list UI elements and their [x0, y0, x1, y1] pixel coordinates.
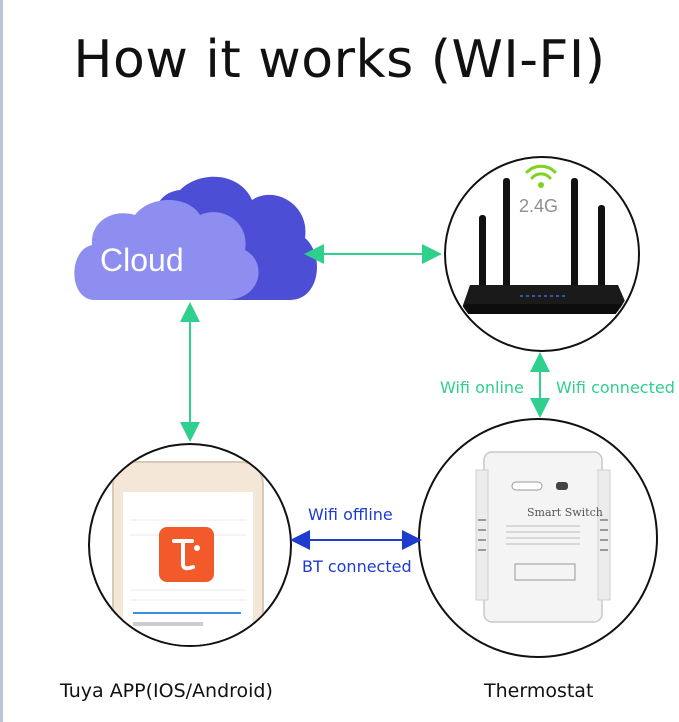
app-caption: Tuya APP(IOS/Android) [60, 680, 273, 702]
cloud-icon [74, 176, 317, 300]
wifi-connected-label: Wifi connected [556, 378, 675, 397]
thermostat-caption: Thermostat [484, 680, 594, 702]
page-title: How it works (WI-FI) [73, 30, 606, 90]
thermostat-circle [418, 418, 658, 658]
left-edge-strip [0, 0, 3, 722]
wifi-online-label: Wifi online [440, 378, 524, 397]
router-band-label: 2.4G [519, 196, 559, 216]
tuya-app-icon [159, 527, 214, 582]
device-name-label: Smart Switch [527, 506, 603, 519]
router-circle [444, 156, 640, 352]
cloud-label: Cloud [100, 242, 184, 278]
smart-switch-device [475, 451, 611, 623]
wifi-offline-label: Wifi offline [308, 505, 393, 524]
phone-circle [88, 443, 292, 647]
bt-connected-label: BT connected [302, 557, 412, 576]
wifi-signal-icon [525, 164, 557, 188]
